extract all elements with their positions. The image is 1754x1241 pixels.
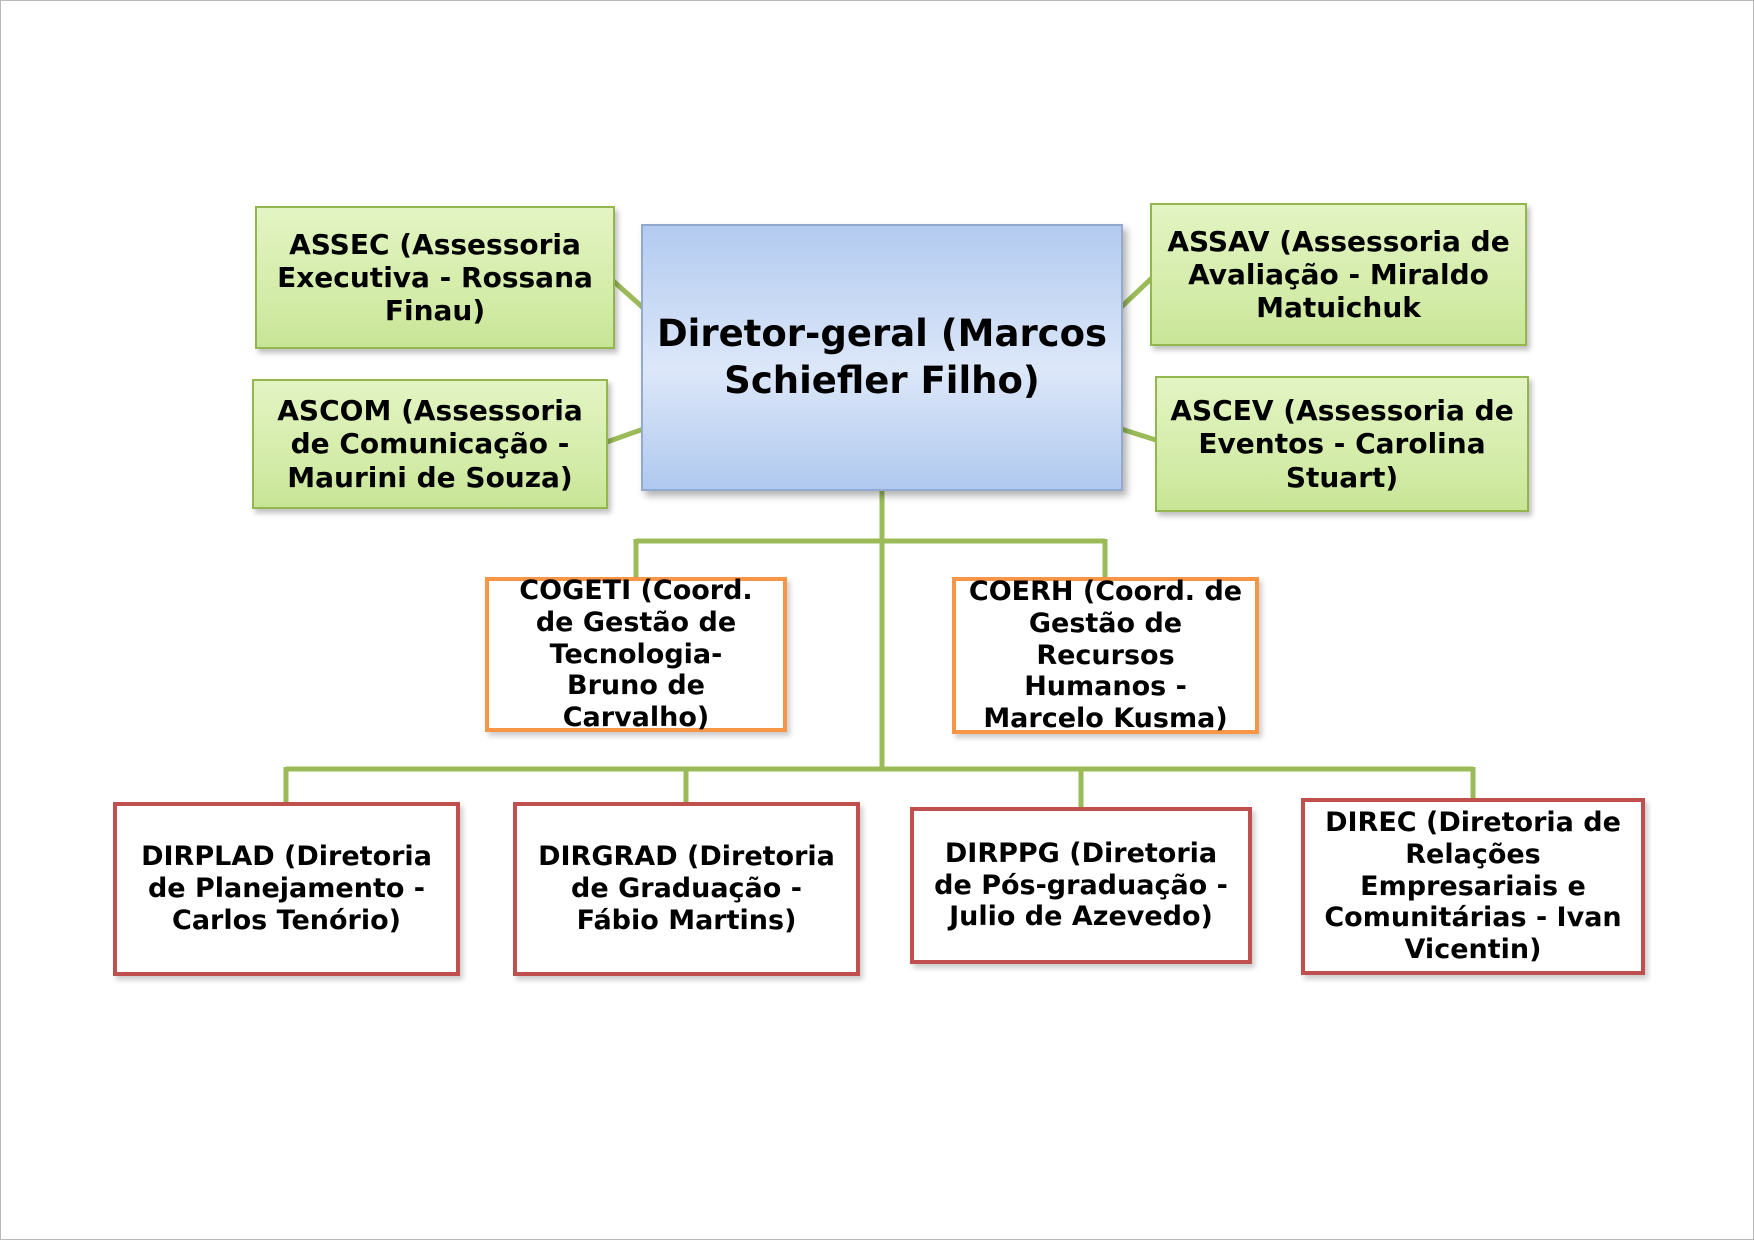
node-dirgrad-label: DIRGRAD (Diretoria de Graduação - Fábio … [538, 841, 835, 936]
node-dirplad-label: DIRPLAD (Diretoria de Planejamento - Car… [141, 841, 432, 936]
node-assav: ASSAV (Assessoria de Avaliação - Miraldo… [1150, 203, 1527, 346]
node-coerh: COERH (Coord. de Gestão de Recursos Huma… [952, 575, 1259, 735]
node-cogeti-label: COGETI (Coord. de Gestão de Tecnologia- … [519, 574, 753, 734]
node-dirppg-label: DIRPPG (Diretoria de Pós-graduação - Jul… [934, 837, 1228, 933]
node-assec-label: ASSEC (Assessoria Executiva - Rossana Fi… [277, 227, 593, 328]
node-cogeti: COGETI (Coord. de Gestão de Tecnologia- … [485, 574, 787, 734]
node-direc: DIREC (Diretoria de Relações Empresariai… [1301, 798, 1645, 975]
node-dirplad: DIRPLAD (Diretoria de Planejamento - Car… [113, 802, 460, 976]
node-direc-label: DIREC (Diretoria de Relações Empresariai… [1324, 806, 1622, 966]
node-ascom-label: ASCOM (Assessoria de Comunicação - Mauri… [277, 394, 583, 494]
node-director-label: Diretor-geral (Marcos Schiefler Filho) [656, 312, 1108, 402]
node-ascev-label: ASCEV (Assessoria de Eventos - Carolina … [1170, 394, 1514, 494]
node-director: Diretor-geral (Marcos Schiefler Filho) [641, 224, 1123, 491]
node-dirgrad: DIRGRAD (Diretoria de Graduação - Fábio … [513, 802, 860, 976]
node-dirppg: DIRPPG (Diretoria de Pós-graduação - Jul… [910, 807, 1252, 964]
node-ascom: ASCOM (Assessoria de Comunicação - Mauri… [252, 379, 608, 509]
node-coerh-label: COERH (Coord. de Gestão de Recursos Huma… [968, 575, 1243, 735]
node-assec: ASSEC (Assessoria Executiva - Rossana Fi… [255, 206, 615, 349]
node-assav-label: ASSAV (Assessoria de Avaliação - Miraldo… [1167, 224, 1510, 325]
node-ascev: ASCEV (Assessoria de Eventos - Carolina … [1155, 376, 1529, 512]
